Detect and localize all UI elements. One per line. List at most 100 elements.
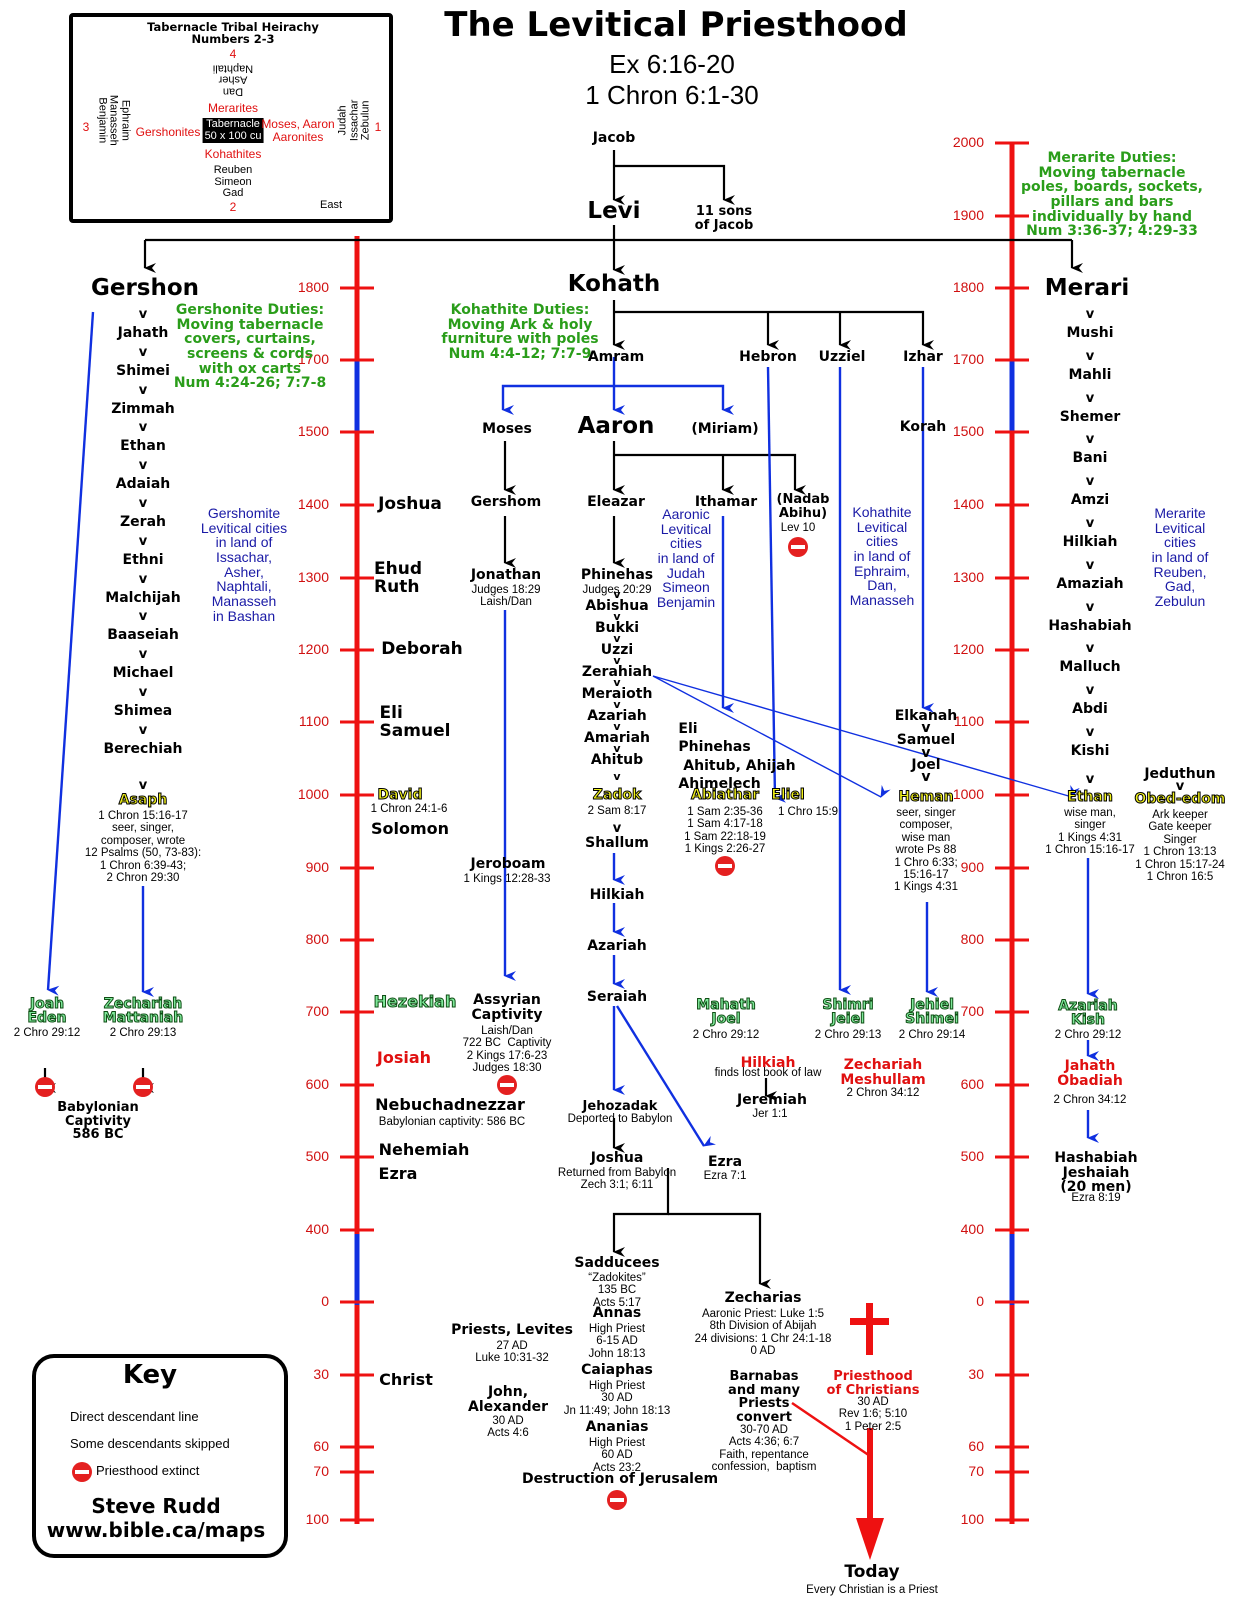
eleazar-descendant: Azariah — [587, 708, 647, 724]
ethan: Ethan — [1067, 789, 1114, 805]
east-tribes: Judah Issachar Zebulun — [336, 99, 372, 142]
sadducees-ref: “Zadokites” 135 BC Acts 5:17 — [588, 1272, 646, 1309]
ananias: Ananias — [585, 1419, 649, 1435]
timeline-tick-label: 2000 — [952, 134, 984, 150]
eleazar-descendant: Ahitub — [590, 752, 644, 768]
obed-edom-ref: Ark keeper Gate keeper Singer 1 Chron 13… — [1135, 809, 1225, 884]
eleven-sons: 11 sons of Jacob — [694, 204, 754, 233]
assyrian-ref: Laish/Dan 722 BC Captivity 2 Kings 17:6-… — [462, 1025, 552, 1075]
descent-marker: v — [1085, 641, 1095, 657]
descent-marker: v — [138, 722, 148, 738]
north-tribes: Dan Asher Naphtali — [212, 62, 254, 98]
descent-marker: v — [1085, 307, 1095, 322]
timeline-tick-label: 1700 — [952, 351, 984, 367]
azariah-kish-ref: 2 Chro 29:12 — [1054, 1029, 1122, 1041]
john-alexander-ref: 30 AD Acts 4:6 — [487, 1415, 529, 1440]
timeline-tick-label: 60 — [968, 1438, 984, 1454]
timeline-tick-label: 1900 — [952, 207, 984, 223]
descent-marker: v — [138, 685, 148, 700]
timeline-tick-label: 1300 — [952, 569, 984, 585]
zechariah-mattaniah: Zechariah Mattaniah — [102, 996, 184, 1026]
ezra-priest: Ezra — [707, 1154, 743, 1170]
descent-marker: v — [613, 698, 621, 711]
ithamar: Ithamar — [694, 494, 758, 510]
timeline-tick-label: 500 — [960, 1148, 984, 1164]
east-number: 1 — [374, 120, 382, 134]
descent-marker: v — [613, 676, 621, 689]
tabernacle-label: Tabernacle 50 x 100 cu — [202, 118, 264, 144]
john-alexander: John, Alexander — [468, 1384, 548, 1415]
descent-marker: v — [138, 778, 148, 793]
merari-descendant: Malluch — [1059, 659, 1121, 676]
aaronic-cities: Aaronic Levitical cities in land of Juda… — [656, 506, 716, 611]
azariah-kish: Azariah Kish — [1058, 998, 1119, 1028]
west-tribes: Ephraim Manasseh Benjamin — [96, 94, 132, 146]
timeline-tick-label: 70 — [313, 1463, 329, 1479]
kohathite-cities: Kohathite Levitical cities in land of Ep… — [849, 504, 915, 609]
event-hezekiah: Hezekiah — [373, 992, 457, 1011]
event-nehemiah: Nehemiah — [378, 1140, 470, 1159]
event-christ: Christ — [379, 1370, 433, 1389]
descent-marker: v — [138, 496, 148, 511]
descent-marker: v — [138, 609, 148, 625]
descent-marker: v — [138, 344, 148, 360]
descent-marker: v — [1085, 599, 1095, 615]
christian-priesthood-line — [791, 1303, 889, 1560]
page-title: The Levitical Priesthood — [444, 5, 908, 45]
today-ref: Every Christian is a Priest — [806, 1584, 938, 1596]
descent-marker: v — [613, 720, 621, 733]
timeline-tick-label: 700 — [305, 1003, 329, 1019]
amram: Amram — [587, 349, 645, 365]
key-direct-label: Direct descendant line — [70, 1409, 199, 1424]
abiathar: Abiathar — [690, 787, 760, 803]
timeline-tick-label: 1200 — [297, 641, 329, 657]
descent-marker: v — [1085, 432, 1095, 448]
hashabiah-jeshaiah: Hashabiah Jeshaiah (20 men) — [1054, 1150, 1138, 1196]
priests-levites: Priests, Levites — [451, 1322, 573, 1338]
timeline-tick-label: 1800 — [297, 279, 329, 295]
nadab-ref: Lev 10 — [780, 522, 816, 534]
event-joshua: Joshua — [378, 494, 442, 514]
descent-marker: v — [138, 458, 148, 474]
source-url[interactable]: www.bible.ca/maps — [46, 1518, 266, 1542]
nadab-abihu: (Nadab Abihu) — [776, 492, 830, 521]
jehiel-ref: 2 Chro 29:14 — [898, 1029, 966, 1041]
merari-descendant: Kishi — [1070, 743, 1110, 759]
timeline-tick-label: 700 — [960, 1003, 984, 1019]
timeline-tick-label: 1300 — [297, 569, 329, 585]
jeremiah-ref: Jer 1:1 — [752, 1108, 788, 1120]
hashabiah-ref: Ezra 8:19 — [1071, 1192, 1121, 1204]
timeline-tick-label: 400 — [960, 1221, 984, 1237]
west-number: 3 — [82, 120, 90, 134]
korah: Korah — [899, 419, 947, 435]
eliel: Eliel — [771, 787, 805, 803]
event-eli-samuel: Eli Samuel — [379, 703, 451, 741]
merari-descendant: Mushi — [1066, 325, 1114, 341]
timeline-tick-label: 800 — [960, 931, 984, 947]
event-josiah: Josiah — [376, 1048, 432, 1067]
timeline-tick-label: 1100 — [953, 713, 984, 729]
today: Today — [844, 1562, 900, 1582]
barnabas-ref: 30-70 AD Acts 4:36; 6:7 Faith, repentanc… — [711, 1424, 817, 1474]
joshua-high-priest: Joshua — [590, 1150, 644, 1166]
jehozadak-ref: Deported to Babylon — [567, 1113, 673, 1125]
descent-marker: v — [1085, 683, 1095, 699]
moses-aaron-label: Moses, Aaron Aaronites — [261, 117, 335, 144]
zadok: Zadok — [592, 787, 642, 803]
merari: Merari — [1044, 275, 1130, 301]
timeline-tick-label: 60 — [313, 1438, 329, 1454]
tribal-box-subtitle: Numbers 2-3 — [191, 32, 275, 46]
jehiel-shimei: Jehiel Shimei — [905, 997, 960, 1027]
gershonites-label: Gershonites — [135, 125, 201, 139]
jeduthun: Jeduthun — [1144, 766, 1216, 782]
extinct-icon — [715, 856, 735, 876]
subtitle-line-2: 1 Chron 6:1-30 — [585, 80, 759, 110]
jahath-obadiah-ref: 2 Chron 34:12 — [1053, 1094, 1127, 1106]
miriam: (Miriam) — [691, 421, 759, 437]
eleazar-descendant: Zerahiah — [581, 664, 653, 680]
timeline-tick-label: 30 — [313, 1366, 329, 1382]
tribal-hierarchy-box: Tabernacle Tribal Heirachy Numbers 2-3 4… — [69, 13, 393, 223]
extinct-icon — [607, 1490, 627, 1510]
descent-marker: v — [613, 654, 621, 667]
heman-ref: seer, singer composer, wise man wrote Ps… — [894, 807, 958, 894]
